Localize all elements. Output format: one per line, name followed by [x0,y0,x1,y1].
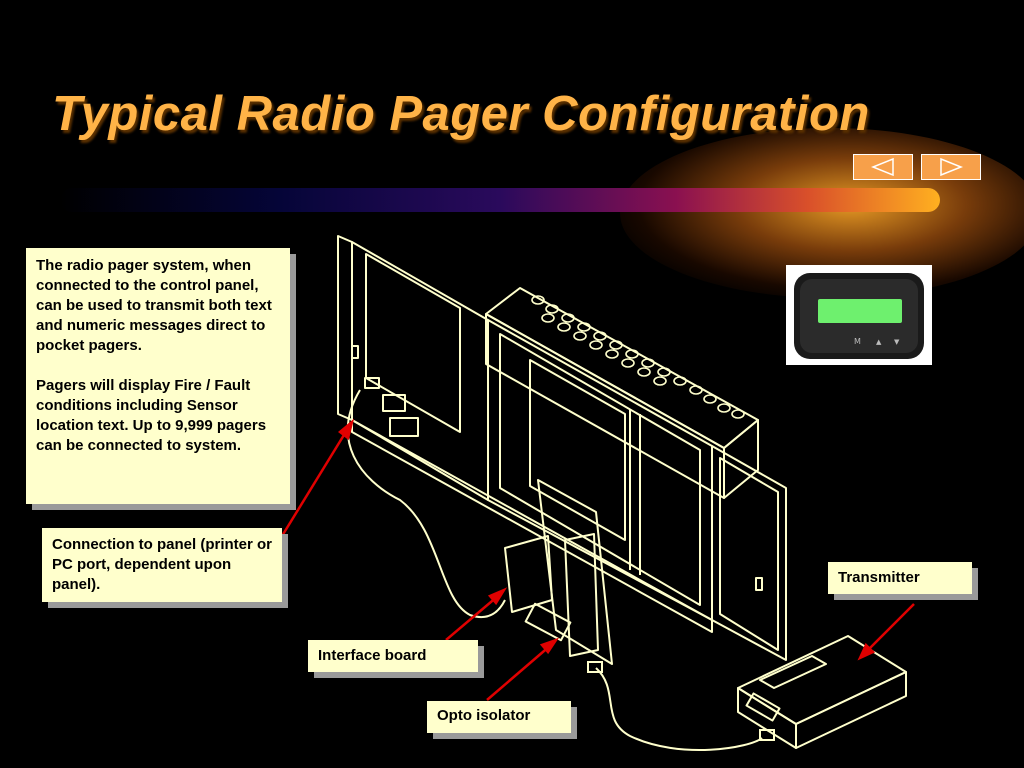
triangle-right-icon [940,157,964,177]
slide-title: Typical Radio Pager Configuration [52,87,870,141]
triangle-left-icon [870,157,894,177]
next-slide-button[interactable] [921,154,981,180]
pager-button-m: M [854,337,861,346]
control-panel-drawing [337,235,787,665]
opto-isolator-label: Opto isolator [427,701,571,733]
previous-slide-button[interactable] [853,154,913,180]
pager-screen [818,299,902,323]
callout-arrows [280,418,915,701]
pager-photo: M ▲ ▼ [786,265,932,365]
transmitter-label: Transmitter [828,562,972,594]
connection-label: Connection to panel (printer or PC port,… [42,528,282,602]
title-underline-streak [60,188,940,212]
connection-cables [346,389,775,751]
interface-board-label: Interface board [308,640,478,672]
panel-indicator-leds [531,295,745,419]
pager-device-image: M ▲ ▼ [794,273,924,359]
transmitter-drawing [737,635,907,749]
description-callout: The radio pager system, when connected t… [26,248,290,504]
description-paragraph-1: The radio pager system, when connected t… [36,257,272,354]
pager-button-down: ▼ [894,338,900,346]
pager-button-up: ▲ [876,338,882,346]
description-paragraph-2: Pagers will display Fire / Fault conditi… [36,377,267,454]
